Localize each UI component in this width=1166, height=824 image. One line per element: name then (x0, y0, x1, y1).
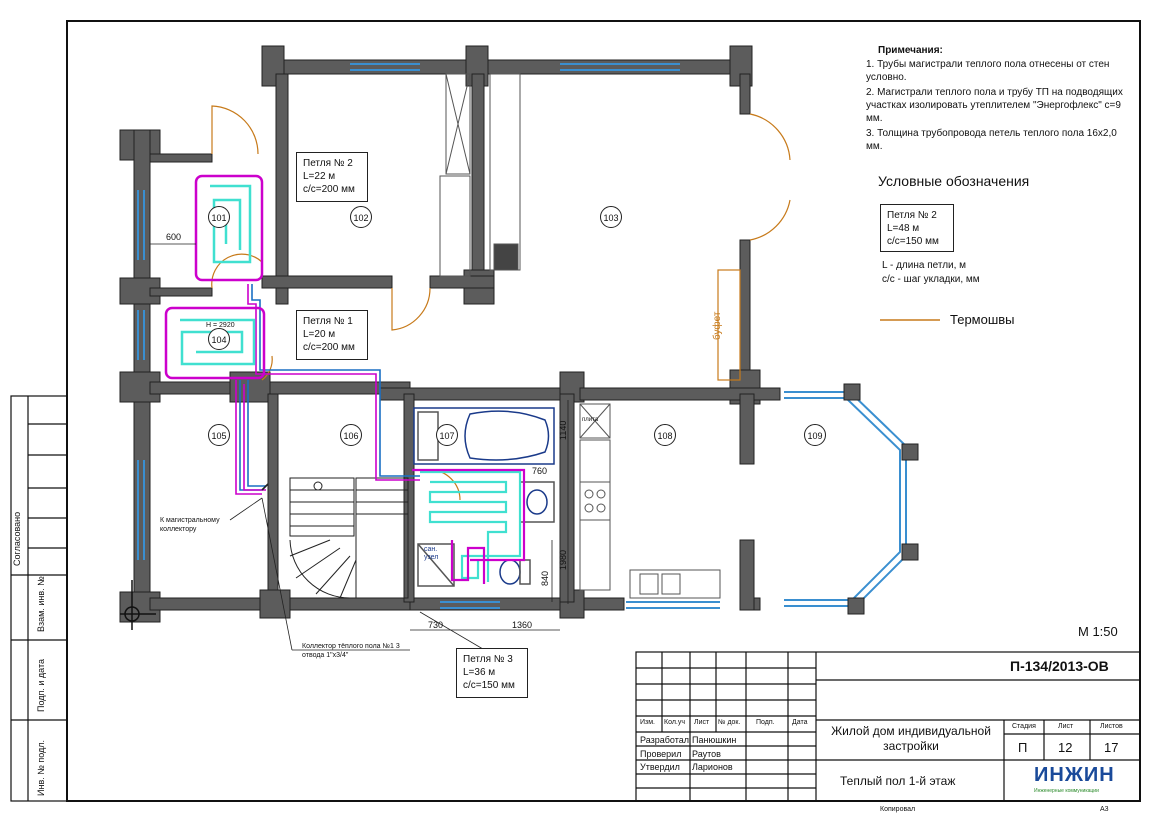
col-date: Дата (792, 719, 808, 726)
wardrobe (439, 73, 521, 277)
side-sign-date: Подп. и дата (36, 658, 46, 712)
legend-explain-step: с/с - шаг укладки, мм (882, 274, 980, 285)
dim-840: 840 (540, 570, 550, 586)
loop-step: с/с=200 мм (303, 184, 355, 195)
windows (137, 63, 907, 609)
name-developer: Панюшкин (692, 735, 737, 745)
buffet-label: буфет (712, 311, 723, 340)
loop-name: Петля № 1 (303, 316, 353, 327)
room-tag-101: 101 (208, 206, 230, 228)
dim-1360: 1360 (512, 620, 533, 630)
collector-label: Коллектор тёплого пола №1 3 отвода 1"х3/… (302, 643, 400, 659)
notes-title: Примечания: (878, 45, 943, 56)
axis-marker (120, 580, 156, 630)
room-tag-108: 108 (654, 424, 676, 446)
company-logo-sub: Инженерные коммуникации (1034, 788, 1099, 794)
col-sign: Подп. (756, 719, 775, 726)
loop2-box: Петля № 2 L=22 м с/с=200 мм (296, 152, 368, 202)
loop-step: с/с=200 мм (303, 342, 355, 353)
bay-window-frame (843, 383, 919, 615)
name-approver: Ларионов (692, 762, 733, 772)
stage-value: П (1018, 740, 1028, 755)
sheet-title: Теплый пол 1-й этаж (840, 774, 956, 788)
object-name: Жилой дом индивидуальной застройки (831, 724, 991, 753)
col-list: Лист (694, 719, 710, 726)
loop-length: L=36 м (463, 667, 496, 678)
room-tag-109: 109 (804, 424, 826, 446)
loop-name: Петля № 2 (303, 158, 353, 169)
loop-step: с/с=150 мм (463, 680, 515, 691)
sheets-header: Листов (1100, 723, 1123, 730)
doors (211, 105, 791, 501)
company-logo: ИНЖИН (1034, 764, 1115, 786)
note-item: 2. Магистрали теплого пола и трубу ТП на… (866, 87, 1123, 124)
room-tag-107: 107 (436, 424, 458, 446)
role-checker: Проверил (640, 749, 682, 759)
room-tag-102: 102 (350, 206, 372, 228)
side-inv-original: Инв. № подл. (36, 739, 46, 796)
drawing-code: П-134/2013-ОВ (1010, 658, 1109, 674)
loop-length: L=22 м (303, 171, 336, 182)
bath-label: сан. узел (424, 546, 439, 561)
title-block-grid (635, 651, 1141, 802)
side-agreed: Согласовано (12, 511, 22, 566)
loop3-box: Петля № 3 L=36 м с/с=150 мм (456, 648, 528, 698)
dim-1980: 1980 (558, 549, 568, 570)
note-item: 1. Трубы магистрали теплого пола отнесен… (866, 59, 1110, 83)
format-label: А3 (1100, 806, 1109, 813)
sheet-value: 12 (1058, 740, 1073, 755)
staircase (289, 477, 409, 599)
height-mark: Н = 2920 (206, 322, 235, 329)
loop1-box: Петля № 1 L=20 м с/с=200 мм (296, 310, 368, 360)
to-main-collector-label: К магистральному коллектору (160, 517, 220, 533)
col-izm: Изм. (640, 719, 655, 726)
stage-header: Стадия (1012, 723, 1036, 730)
loop-step: с/с=150 мм (887, 236, 939, 247)
dim-760: 760 (532, 466, 548, 476)
legend-loop-box: Петля № 2 L=48 м с/с=150 мм (880, 204, 954, 252)
room-tag-103: 103 (600, 206, 622, 228)
role-approver: Утвердил (640, 762, 680, 772)
dim-1140: 1140 (558, 420, 568, 440)
name-checker: Раутов (692, 749, 721, 759)
loop-name: Петля № 3 (463, 654, 513, 665)
sheet-header: Лист (1058, 723, 1074, 730)
dim-600: 600 (166, 232, 182, 242)
loop-name: Петля № 2 (887, 210, 937, 221)
legend-termoshvy: Термошвы (950, 312, 1015, 327)
side-inv-replacement: Взам. инв. № (36, 576, 46, 632)
loop-length: L=20 м (303, 329, 336, 340)
leader-lines (229, 497, 489, 653)
dim-730: 730 (428, 620, 444, 630)
room-tag-104: 104 (208, 328, 230, 350)
supply-pipes (235, 284, 420, 495)
room-tag-105: 105 (208, 424, 230, 446)
room-tag-106: 106 (340, 424, 362, 446)
note-item: 3. Толщина трубопровода петель теплого п… (866, 128, 1117, 152)
legend-explain-length: L - длина петли, м (882, 260, 967, 271)
dimension-lines (150, 243, 569, 631)
kitchen-fixtures (579, 403, 721, 599)
col-kol: Кол.уч (664, 719, 685, 726)
role-developer: Разработал (640, 735, 689, 745)
sheets-value: 17 (1104, 740, 1119, 755)
scale-label: М 1:50 (1078, 624, 1118, 639)
loop-room-101 (194, 174, 264, 282)
col-doc: № док. (718, 719, 741, 726)
stove-label: плита (582, 417, 599, 423)
copied-label: Копировал (880, 806, 916, 813)
buffet-cabinet (717, 269, 741, 381)
loop-length: L=48 м (887, 223, 920, 234)
loop-room-104 (164, 306, 266, 380)
loop-room-107 (412, 468, 526, 584)
side-stamp (10, 395, 68, 802)
legend-title: Условные обозначения (878, 173, 1030, 189)
